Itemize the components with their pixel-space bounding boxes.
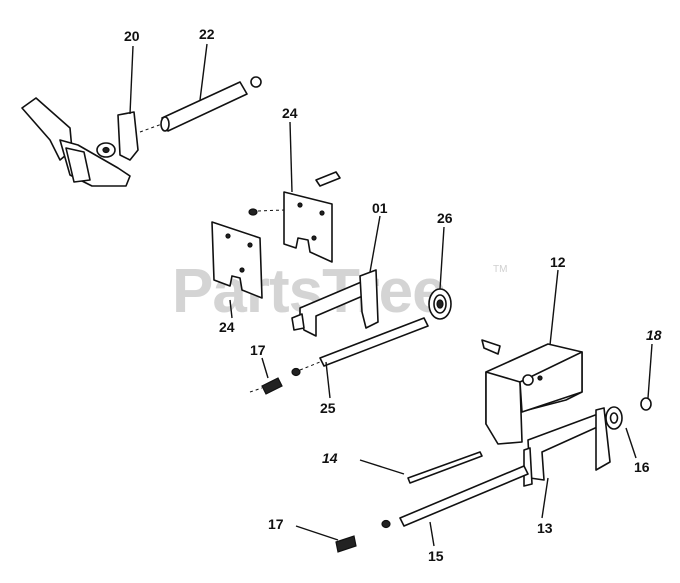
- watermark-trademark: TM: [493, 264, 507, 275]
- callout-17-upper: 17: [250, 342, 266, 358]
- callout-25: 25: [320, 400, 336, 416]
- part-17-spring-lower[interactable]: [335, 535, 357, 553]
- callout-20: 20: [124, 28, 140, 44]
- callout-18: 18: [646, 327, 662, 343]
- part-17-spring-upper[interactable]: [249, 377, 283, 395]
- callout-14: 14: [322, 450, 338, 466]
- part-15-long-shaft[interactable]: [381, 465, 529, 529]
- part-25-shaft[interactable]: [291, 317, 429, 377]
- callout-15: 15: [428, 548, 444, 564]
- part-24-lower-plate[interactable]: [211, 221, 263, 299]
- callout-22: 22: [199, 26, 215, 42]
- callout-01: 01: [372, 200, 388, 216]
- callout-12: 12: [550, 254, 566, 270]
- callout-24-upper: 24: [282, 105, 298, 121]
- part-22-pin-shaft[interactable]: [139, 76, 262, 133]
- callout-13: 13: [537, 520, 553, 536]
- callout-26: 26: [437, 210, 453, 226]
- part-12-main-bracket[interactable]: [481, 339, 583, 445]
- part-20-lever-bracket[interactable]: [21, 97, 139, 187]
- part-26-bearing[interactable]: [428, 288, 452, 320]
- callout-17-lower: 17: [268, 516, 284, 532]
- part-13-fork-bracket[interactable]: [523, 407, 611, 487]
- leader-lines: [129, 43, 653, 547]
- part-14-rod[interactable]: [359, 451, 483, 484]
- part-01-shift-arm[interactable]: [291, 269, 379, 337]
- callout-16: 16: [634, 459, 650, 475]
- part-24-upper-plate[interactable]: [248, 171, 341, 263]
- callout-24-lower: 24: [219, 319, 235, 335]
- part-18-collar[interactable]: [640, 397, 652, 411]
- part-16-bushing[interactable]: [605, 406, 623, 430]
